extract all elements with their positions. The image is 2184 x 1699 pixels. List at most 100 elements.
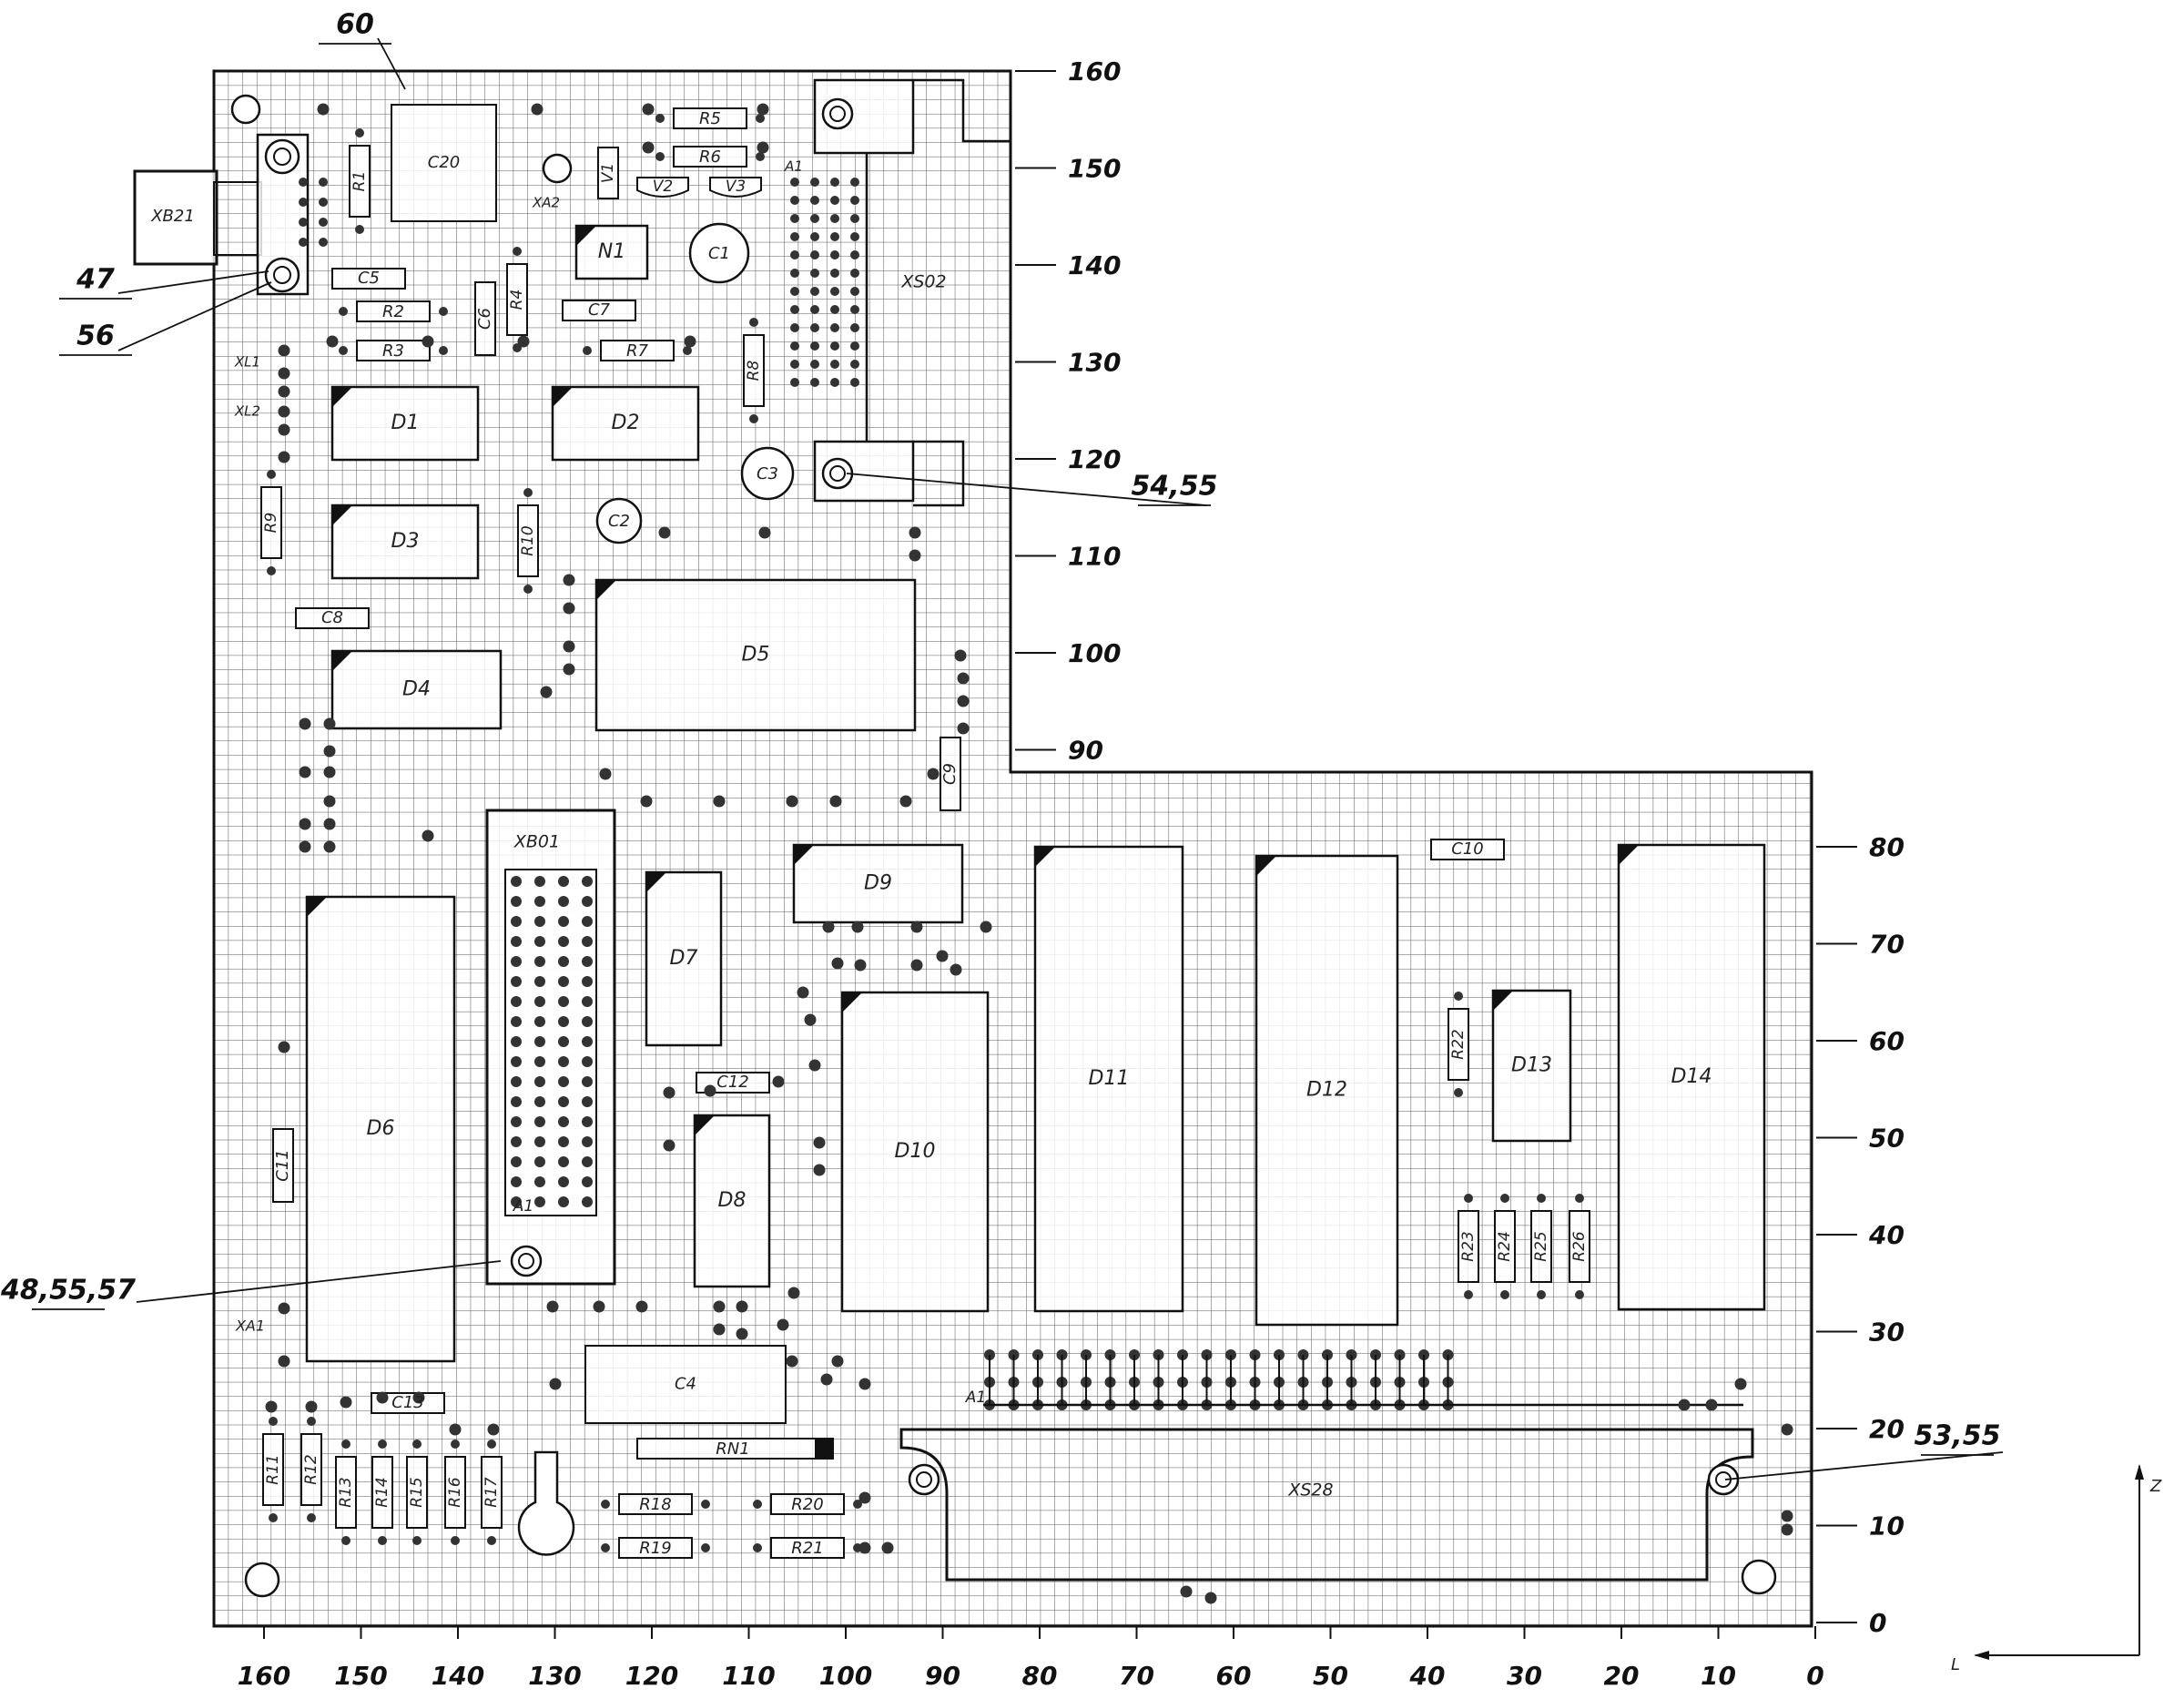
solder-pad bbox=[830, 323, 839, 332]
solder-pad bbox=[582, 1036, 593, 1047]
solder-pad bbox=[299, 717, 311, 730]
solder-pad bbox=[642, 103, 655, 116]
solder-pad bbox=[511, 916, 522, 927]
solder-pad bbox=[511, 1196, 522, 1207]
solder-pad bbox=[910, 959, 923, 972]
solder-pad bbox=[790, 360, 799, 369]
solder-pad bbox=[534, 1096, 545, 1107]
solder-pad bbox=[881, 1541, 894, 1554]
solder-pad bbox=[299, 818, 311, 830]
solder-pad bbox=[523, 585, 533, 594]
resistor-label: R12 bbox=[302, 1454, 320, 1484]
solder-pad bbox=[307, 1417, 316, 1426]
ic-label: D8 bbox=[718, 1189, 747, 1212]
solder-pad bbox=[534, 1136, 545, 1147]
callout-54-55-leader bbox=[846, 473, 1207, 506]
solder-pad bbox=[813, 1136, 826, 1149]
solder-pad bbox=[757, 103, 769, 116]
transistor-label: V2 bbox=[653, 178, 673, 196]
horizontal-scale-label: 10 bbox=[1701, 1661, 1736, 1691]
solder-pad bbox=[1781, 1423, 1793, 1436]
solder-pad bbox=[787, 1287, 800, 1299]
capacitor-label: C9 bbox=[940, 763, 960, 785]
solder-pad bbox=[830, 360, 839, 369]
solder-pad bbox=[582, 1096, 593, 1107]
capacitor-label: C20 bbox=[428, 153, 460, 172]
connector-label: XL2 bbox=[234, 403, 260, 420]
horizontal-scale-label: 140 bbox=[432, 1661, 484, 1691]
solder-pad bbox=[1500, 1194, 1509, 1203]
solder-pad bbox=[950, 963, 962, 976]
solder-pad bbox=[830, 378, 839, 387]
solder-pad bbox=[558, 1176, 569, 1187]
callout-number: 60 bbox=[336, 9, 374, 41]
resistor-label: R21 bbox=[791, 1539, 823, 1558]
solder-pad bbox=[323, 840, 336, 853]
capacitor-label: C11 bbox=[273, 1149, 292, 1181]
solder-pad bbox=[534, 1196, 545, 1207]
solder-pad bbox=[534, 1156, 545, 1167]
solder-pad bbox=[635, 1300, 648, 1313]
solder-pad bbox=[558, 1016, 569, 1027]
xs02-outline bbox=[913, 78, 1011, 143]
mounting-hole bbox=[244, 1562, 280, 1598]
solder-pad bbox=[558, 896, 569, 907]
resistor-r21 bbox=[770, 1537, 845, 1559]
solder-pad bbox=[790, 287, 799, 296]
mounting-hole bbox=[542, 153, 573, 184]
solder-pad bbox=[511, 1116, 522, 1127]
pin-marker: A1 bbox=[513, 1197, 533, 1216]
solder-pad bbox=[850, 214, 859, 223]
horizontal-scale-label: 130 bbox=[528, 1661, 581, 1691]
solder-pad bbox=[323, 795, 336, 808]
horizontal-scale-label: 30 bbox=[1507, 1661, 1542, 1691]
resistor-label: R3 bbox=[382, 341, 404, 361]
solder-pad bbox=[655, 152, 665, 161]
solder-pad bbox=[319, 178, 328, 187]
resistor-r3 bbox=[356, 340, 431, 361]
solder-pad bbox=[534, 1056, 545, 1067]
solder-pad bbox=[813, 1164, 826, 1176]
pin1-marker bbox=[553, 387, 573, 407]
solder-pad bbox=[850, 196, 859, 205]
solder-pad bbox=[378, 1536, 387, 1545]
ic-label: N1 bbox=[598, 240, 625, 263]
ic-d4 bbox=[330, 649, 503, 730]
solder-pad bbox=[810, 214, 819, 223]
horizontal-scale-label: 50 bbox=[1313, 1661, 1348, 1691]
solder-pad bbox=[323, 766, 336, 778]
solder-pad bbox=[582, 876, 593, 887]
solder-pad bbox=[439, 307, 448, 316]
solder-pad bbox=[749, 318, 758, 327]
solder-pad bbox=[831, 1355, 844, 1368]
solder-pad bbox=[854, 959, 867, 972]
solder-pad bbox=[704, 1084, 716, 1097]
resistor-r18 bbox=[618, 1493, 693, 1515]
pin1-marker bbox=[842, 992, 862, 1012]
solder-pad bbox=[684, 335, 696, 348]
pin1-marker bbox=[1619, 845, 1639, 865]
vertical-scale-label: 40 bbox=[1868, 1220, 1905, 1250]
pin-marker: A1 bbox=[965, 1389, 986, 1407]
solder-pad bbox=[810, 305, 819, 314]
solder-pad bbox=[850, 232, 859, 241]
resistor-r26 bbox=[1569, 1210, 1590, 1283]
capacitor-c6 bbox=[474, 281, 496, 356]
connector-label: XA2 bbox=[532, 195, 560, 211]
resistor-label: R16 bbox=[446, 1477, 464, 1508]
solder-pad bbox=[412, 1391, 425, 1404]
solder-pad bbox=[850, 323, 859, 332]
vertical-scale-label: 0 bbox=[1869, 1608, 1886, 1638]
horizontal-scale-label: 120 bbox=[625, 1661, 678, 1691]
resistor-label: R1 bbox=[350, 171, 369, 192]
solder-pad bbox=[858, 1491, 871, 1504]
solder-pad bbox=[558, 976, 569, 987]
solder-pad bbox=[701, 1500, 710, 1509]
solder-pad bbox=[601, 1543, 610, 1552]
connector-label: XA1 bbox=[235, 1317, 265, 1335]
solder-pad bbox=[511, 896, 522, 907]
ic-d9 bbox=[792, 843, 964, 924]
solder-pad bbox=[540, 686, 553, 698]
solder-pad bbox=[736, 1328, 748, 1340]
